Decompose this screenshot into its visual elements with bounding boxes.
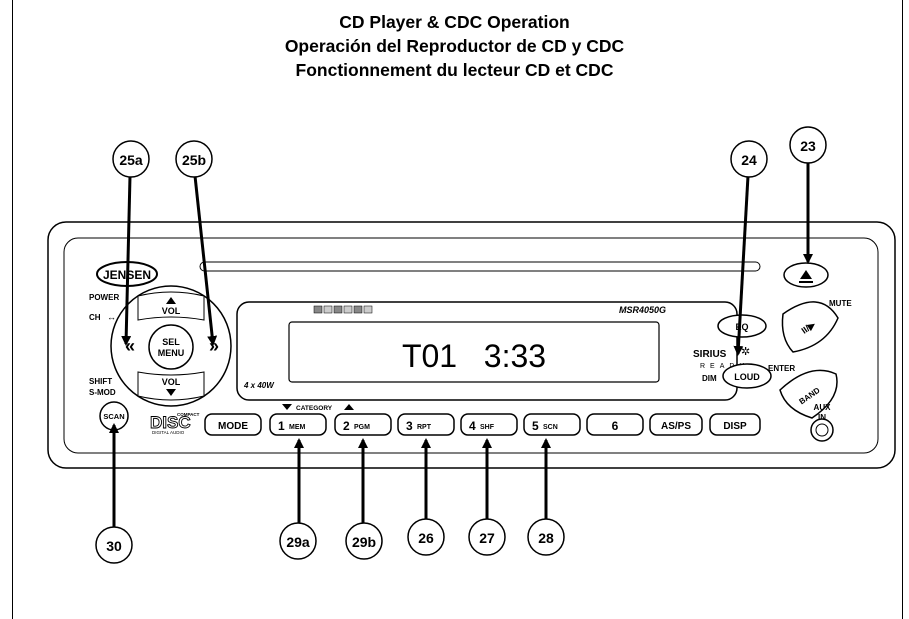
ch-arrows-icon: ↔ (107, 312, 116, 322)
page-border-right (902, 0, 903, 619)
svg-text:24: 24 (741, 152, 757, 168)
menu-label: MENU (158, 348, 185, 358)
seek-forward-icon[interactable]: » (209, 336, 219, 356)
svg-text:MEM: MEM (289, 424, 306, 431)
callout-25a: 25a (112, 140, 150, 178)
mode-button[interactable]: MODE (204, 413, 262, 436)
svg-text:SHF: SHF (480, 424, 495, 431)
scan-label: SCAN (103, 412, 124, 421)
svg-text:29b: 29b (352, 534, 376, 550)
callout-leader-lines (109, 162, 813, 528)
faceplate-outer (47, 221, 896, 469)
svg-text:25a: 25a (119, 152, 143, 168)
sirius-logo-text: SIRIUS (693, 349, 727, 360)
preset-1-button[interactable]: 1 MEM (269, 413, 327, 436)
lcd-screen (288, 321, 660, 383)
sel-label: SEL (162, 337, 180, 347)
lcd-indicator-icons (313, 305, 373, 314)
callout-28: 28 (527, 518, 565, 556)
svg-text:25b: 25b (182, 152, 206, 168)
svg-text:1: 1 (278, 419, 285, 433)
vol-up-arrow-icon (166, 297, 176, 304)
svg-text:AS/PS: AS/PS (661, 421, 691, 432)
svg-text:6: 6 (612, 419, 619, 433)
enter-label: ENTER (768, 364, 795, 373)
eject-icon (800, 270, 812, 279)
shift-label: SHIFT (89, 377, 112, 386)
mute-label: MUTE (829, 299, 852, 308)
svg-text:DISC: DISC (150, 413, 191, 432)
loud-button[interactable] (722, 363, 772, 389)
ch-label: CH (89, 313, 101, 322)
aux-label: AUX (814, 403, 832, 412)
svg-text:RPT: RPT (417, 424, 432, 431)
mode-label: MODE (218, 421, 248, 432)
category-up-icon (344, 404, 354, 410)
vol-down-label[interactable]: VOL (162, 377, 181, 387)
title-french: Fonctionnement du lecteur CD et CDC (295, 60, 614, 80)
preset-3-button[interactable]: 3 RPT (397, 413, 455, 436)
category-down-icon (282, 404, 292, 410)
callout-29a: 29a (279, 522, 317, 560)
model-label: MSR4050G (619, 305, 666, 315)
vol-down-arrow-icon (166, 389, 176, 396)
mute-button[interactable] (781, 301, 839, 353)
sirius-star-icon: ✲ (741, 346, 750, 358)
svg-text:4: 4 (469, 419, 476, 433)
vol-up-label[interactable]: VOL (162, 306, 181, 316)
preset-5-button[interactable]: 5 SCN (523, 413, 581, 436)
callout-24: 24 (730, 140, 768, 178)
svg-text:27: 27 (479, 530, 495, 546)
preset-4-button[interactable]: 4 SHF (460, 413, 518, 436)
title-english: CD Player & CDC Operation (339, 12, 570, 32)
dim-label: DIM (702, 374, 717, 383)
faceplate-inner (63, 237, 879, 454)
svg-text:26: 26 (418, 530, 434, 546)
callout-26: 26 (407, 518, 445, 556)
eq-label: EQ (735, 322, 748, 332)
eq-button[interactable] (717, 314, 767, 338)
svg-text:SCN: SCN (543, 424, 558, 431)
category-label: CATEGORY (296, 405, 333, 412)
preset-2-button[interactable]: 2 PGM (334, 413, 392, 436)
sel-menu-button[interactable] (148, 324, 194, 370)
svg-text:3: 3 (406, 419, 413, 433)
seek-back-icon[interactable]: « (125, 336, 135, 356)
cd-slot (199, 261, 761, 272)
svg-text:COMPACT: COMPACT (177, 412, 200, 417)
svg-text:29a: 29a (286, 534, 310, 550)
callout-27: 27 (468, 518, 506, 556)
loud-label: LOUD (734, 372, 760, 382)
svg-text:5: 5 (532, 419, 539, 433)
svg-text:30: 30 (106, 538, 122, 554)
svg-text:28: 28 (538, 530, 554, 546)
lcd-display-text: T01 3:33 (402, 338, 546, 374)
svg-text:PGM: PGM (354, 424, 370, 431)
svg-text:23: 23 (800, 138, 816, 154)
svg-text:2: 2 (343, 419, 350, 433)
callout-29b: 29b (345, 522, 383, 560)
callout-23: 23 (789, 126, 827, 164)
power-rating-label: 4 x 40W (243, 381, 275, 390)
compact-disc-logo: COMPACT DISC DIGITAL AUDIO (150, 412, 200, 435)
preset-6-button[interactable]: 6 (586, 413, 644, 436)
page-border-left (12, 0, 13, 619)
aux-in-label: IN (818, 413, 826, 422)
sirius-ready-text: READY (700, 363, 749, 370)
callout-30: 30 (95, 526, 133, 564)
callout-25b: 25b (175, 140, 213, 178)
svg-text:DIGITAL AUDIO: DIGITAL AUDIO (152, 430, 185, 435)
power-label: POWER (89, 293, 119, 302)
disp-button[interactable]: DISP (709, 413, 761, 436)
svg-text:DISP: DISP (723, 421, 747, 432)
band-button[interactable] (779, 369, 838, 419)
title-spanish: Operación del Reproductor de CD y CDC (284, 36, 625, 56)
as-ps-button[interactable]: AS/PS (649, 413, 703, 436)
smod-label: S-MOD (89, 388, 116, 397)
